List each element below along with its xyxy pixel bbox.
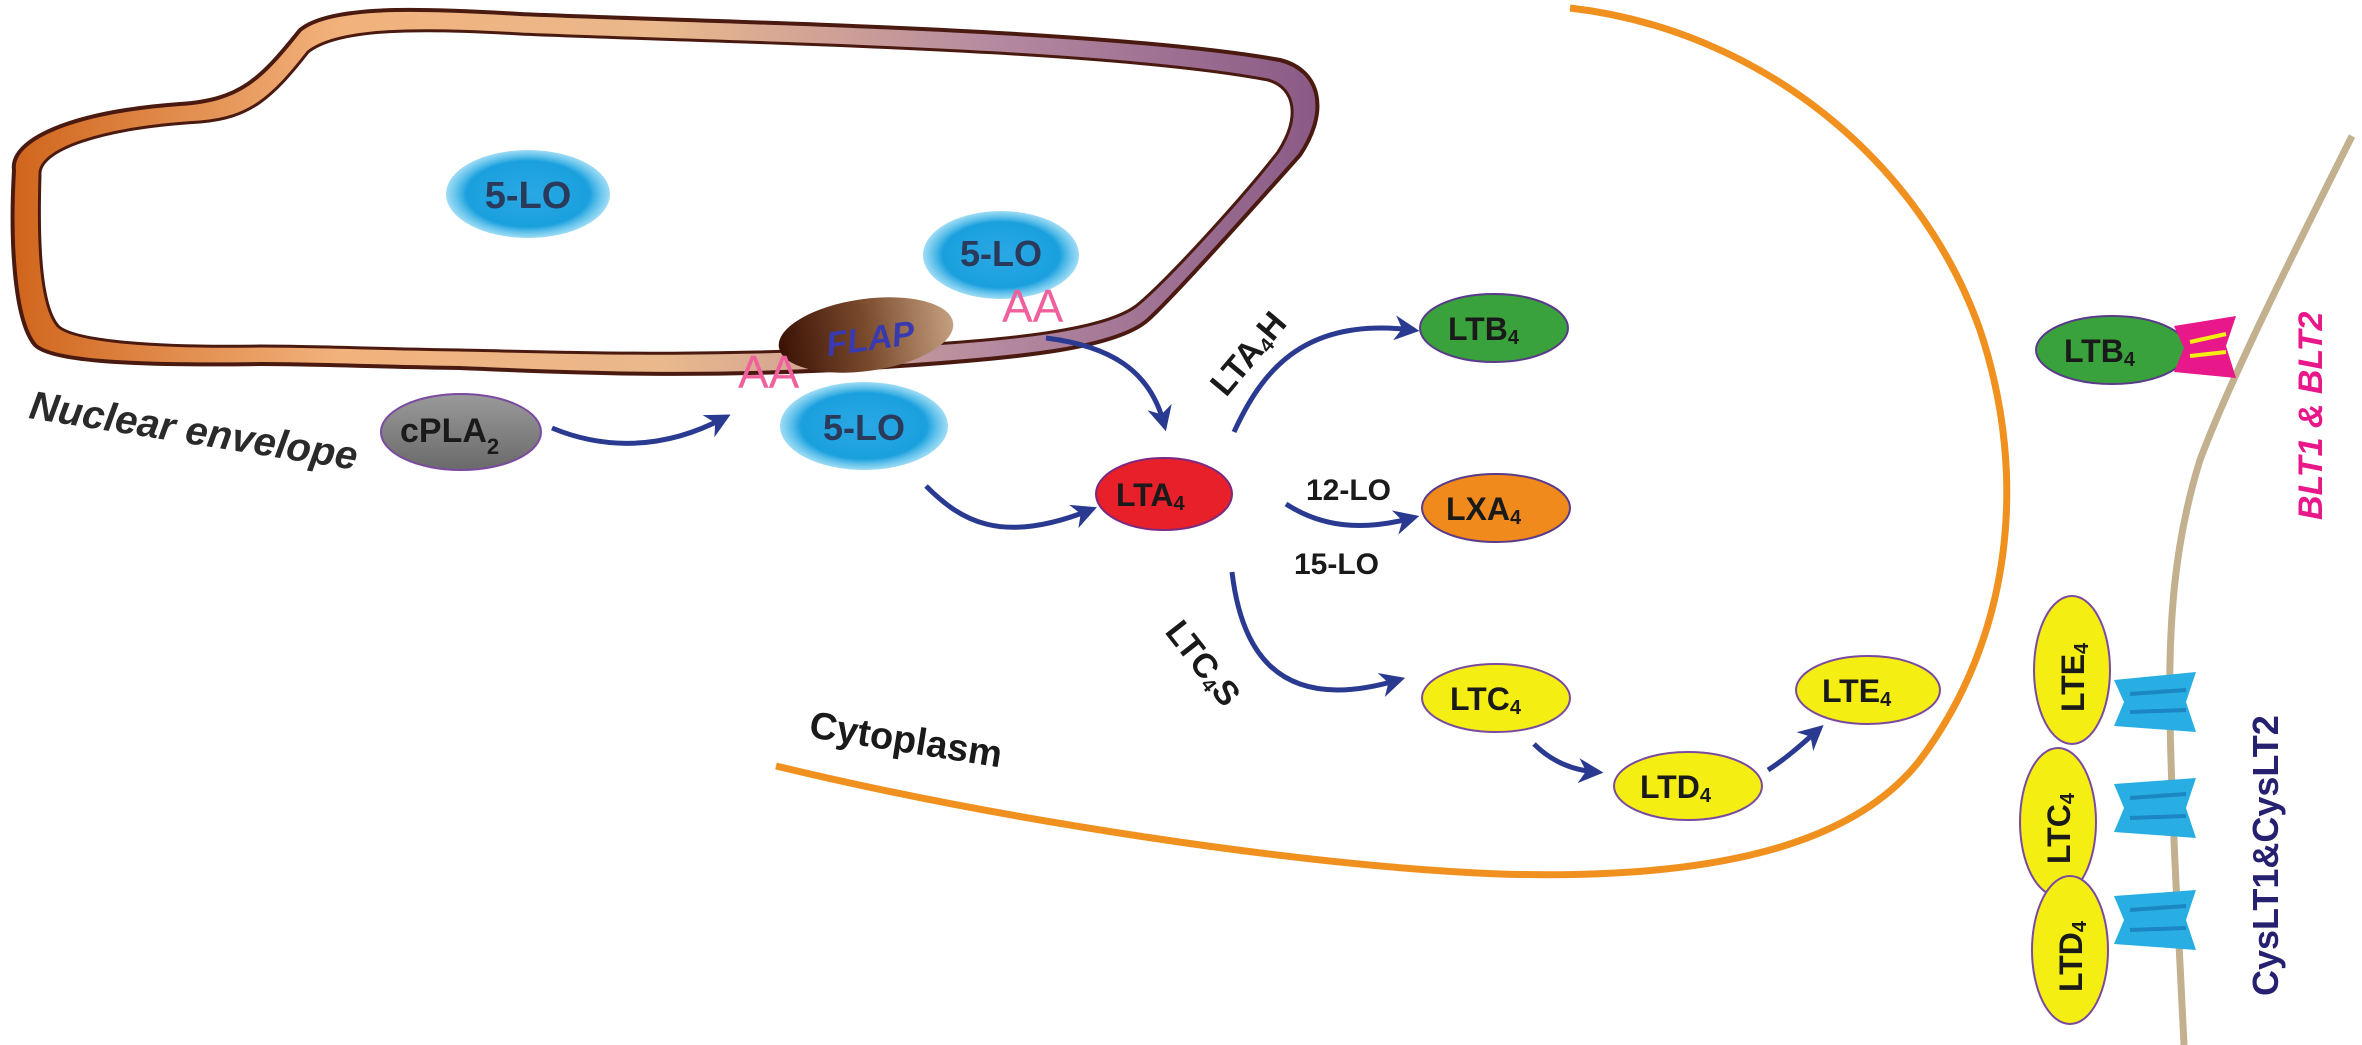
five-lo-free-node: 5-LO (446, 150, 610, 238)
arrow-lta4-to-ltc4 (1229, 571, 1406, 697)
svg-text:LTD4: LTD4 (1640, 769, 1712, 807)
blt-receptor-icon (2174, 316, 2236, 378)
svg-text:LTB4: LTB4 (1448, 311, 1520, 349)
svg-text:cPLA2: cPLA2 (400, 412, 499, 459)
lte4-subscript: 4 (1880, 689, 1892, 711)
cpla2-node: cPLA2 (380, 393, 542, 471)
svg-text:LTA4: LTA4 (1116, 477, 1185, 515)
cyslt-receptor-icon-top (2114, 672, 2196, 732)
ltc4-receptor-label: LTC (2041, 804, 2077, 864)
cpla2-label: cPLA (400, 412, 487, 450)
ltc4-subscript: 4 (1510, 697, 1522, 719)
ltb4-receptor-subscript: 4 (2124, 349, 2136, 371)
arrow-lta4-to-lxa4 (1284, 501, 1420, 535)
ltd4-receptor-ligand: LTD4 (2031, 875, 2109, 1025)
cytoplasm-label: Cytoplasm (807, 704, 1005, 776)
ltd4-label: LTD (1640, 769, 1700, 805)
five-lo-lower-label: 5-LO (823, 407, 905, 448)
cpla2-subscript: 2 (487, 434, 499, 459)
cyslt-receptor-icon-mid (2114, 778, 2196, 838)
arrow-aa-to-lta4 (1045, 335, 1172, 432)
blt-receptor-group: LTB4 BLT1 & BLT2 (2035, 312, 2330, 520)
ltb4-node: LTB4 (1419, 293, 1569, 363)
ltd4-receptor-subscript: 4 (2069, 920, 2091, 932)
ltc4-node: LTC4 (1421, 663, 1571, 733)
ltc4s-label: LTC4S (1157, 614, 1248, 715)
cyslt-receptor-group: LTE4 LTC4 LTD4 CysLT1&CysLT2 (2019, 595, 2286, 1025)
svg-text:LTE4: LTE4 (1822, 673, 1892, 711)
ltc4-receptor-ligand: LTC4 (2019, 747, 2097, 897)
svg-text:LTD4: LTD4 (2053, 920, 2091, 992)
ltd4-receptor-label: LTD (2053, 932, 2089, 992)
lte4-receptor-label: LTE (2055, 654, 2091, 712)
blt-receptors-label: BLT1 & BLT2 (2292, 312, 2330, 520)
lte4-node: LTE4 (1795, 655, 1941, 725)
nuclear-envelope-label: Nuclear envelope (27, 383, 361, 478)
svg-text:LTB4: LTB4 (2064, 333, 2136, 371)
lte4-label: LTE (1822, 673, 1880, 709)
lta4-label: LTA (1116, 477, 1173, 513)
ltd4-subscript: 4 (1700, 785, 1712, 807)
ltc4-label: LTC (1450, 681, 1510, 717)
ltb4-receptor-label: LTB (2064, 333, 2124, 369)
ltd4-node: LTD4 (1613, 751, 1763, 821)
arrow-5lo-to-lta4 (924, 484, 1097, 530)
cytoplasm-boundary (775, 4, 2011, 879)
arrow-lta4-to-ltb4 (1231, 315, 1420, 434)
svg-text:LTE4: LTE4 (2055, 642, 2093, 712)
lte4-receptor-subscript: 4 (2071, 642, 2093, 654)
cyslt-receptor-icon-bottom (2114, 890, 2196, 950)
five-lo-free-label: 5-LO (485, 175, 572, 217)
lta4-subscript: 4 (1173, 493, 1185, 515)
lxa4-node: LXA4 (1421, 473, 1571, 543)
aa-right-label: AA (1002, 280, 1064, 332)
svg-text:LTC4: LTC4 (2041, 792, 2079, 864)
ltb4-label: LTB (1448, 311, 1508, 347)
arrow-cpla2-to-aa (551, 414, 731, 446)
plasma-membrane (2166, 134, 2356, 1045)
lta4h-label: LTA4H (1203, 305, 1295, 404)
lta4-node: LTA4 (1095, 457, 1233, 531)
ltb4-subscript: 4 (1508, 327, 1520, 349)
cyslt-receptors-label: CysLT1&CysLT2 (2245, 715, 2286, 996)
arrow-ltd4-to-lte4 (1766, 725, 1824, 773)
lo12-label: 12-LO (1306, 474, 1391, 507)
lxa4-label: LXA (1446, 491, 1510, 527)
nuclear-envelope (10, 7, 1320, 376)
aa-left-label: AA (738, 346, 800, 398)
svg-text:LTC4: LTC4 (1450, 681, 1522, 719)
svg-text:LXA4: LXA4 (1446, 491, 1522, 529)
lo15-label: 15-LO (1294, 548, 1379, 581)
arrow-ltc4-to-ltd4 (1532, 742, 1604, 784)
flap-complex: 5-LO FLAP 5-LO AA AA (738, 211, 1079, 470)
ltc4-receptor-subscript: 4 (2057, 792, 2079, 804)
arrows (551, 315, 1824, 784)
five-lo-upper-label: 5-LO (960, 233, 1042, 274)
lte4-receptor-ligand: LTE4 (2033, 595, 2111, 745)
lxa4-subscript: 4 (1510, 507, 1522, 529)
